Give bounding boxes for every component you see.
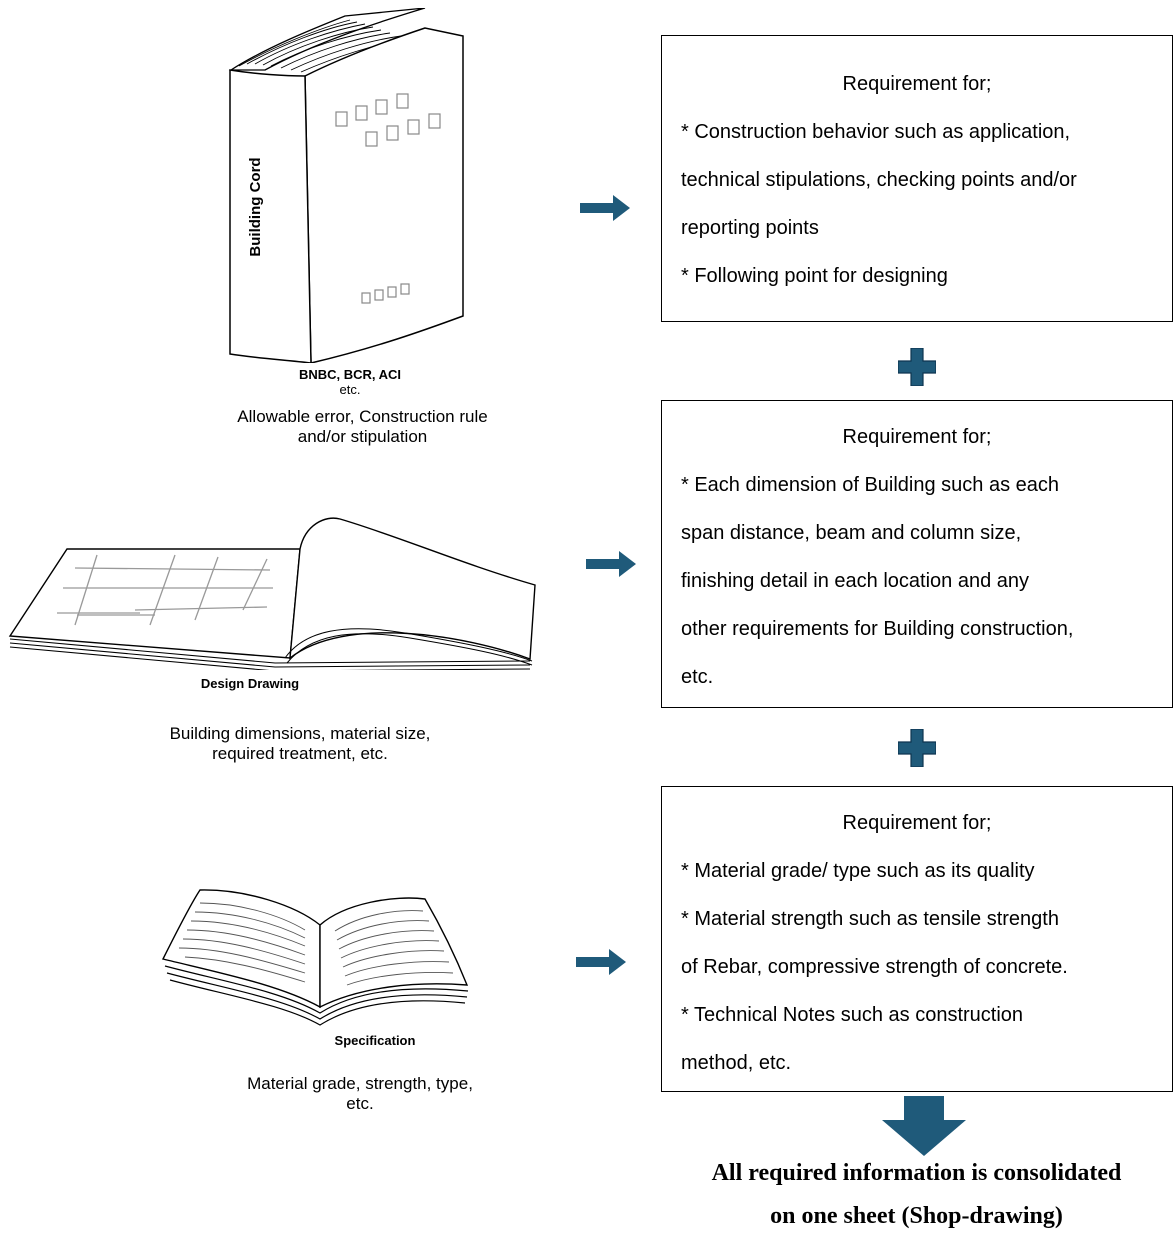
- design-drawing-illustration: [8, 517, 536, 670]
- building-code-desc-line1: Allowable error, Construction rule: [237, 407, 488, 426]
- requirement-line: * Each dimension of Building such as eac…: [681, 474, 1060, 496]
- down-arrow-icon: [882, 1096, 966, 1156]
- requirement-box-design-drawing: Requirement for; * Each dimension of Bui…: [661, 400, 1173, 708]
- requirement-box-building-code: Requirement for; * Construction behavior…: [661, 35, 1173, 322]
- requirement-line: * Material grade/ type such as its quali…: [681, 860, 1035, 882]
- right-arrow-icon: [586, 551, 636, 577]
- right-arrow-icon: [576, 949, 626, 975]
- requirement-line: of Rebar, compressive strength of concre…: [681, 956, 1068, 978]
- design-drawing-description: Building dimensions, material size, requ…: [135, 724, 465, 764]
- design-drawing-desc-line1: Building dimensions, material size,: [169, 724, 431, 743]
- conclusion-line2: on one sheet (Shop-drawing): [770, 1203, 1063, 1229]
- specification-desc-line2: etc.: [346, 1094, 374, 1113]
- building-code-book-illustration: [228, 8, 464, 363]
- plus-icon: [898, 348, 936, 386]
- conclusion-line1: All required information is consolidated: [711, 1160, 1122, 1186]
- building-code-caption-line2: etc.: [339, 382, 361, 397]
- specification-book-illustration: [161, 889, 469, 1026]
- requirement-line: * Construction behavior such as applicat…: [681, 121, 1071, 143]
- requirement-line: * Following point for designing: [681, 265, 948, 287]
- building-code-caption: BNBC, BCR, ACI etc.: [275, 367, 425, 397]
- requirement-line: span distance, beam and column size,: [681, 522, 1022, 544]
- requirement-line: finishing detail in each location and an…: [681, 570, 1030, 592]
- specification-caption: Specification: [334, 1033, 416, 1048]
- requirement-line: * Technical Notes such as construction: [681, 1004, 1024, 1026]
- conclusion-text: All required information is consolidated…: [660, 1160, 1173, 1230]
- requirement-line: technical stipulations, checking points …: [681, 169, 1077, 191]
- requirement-heading: Requirement for;: [842, 426, 992, 448]
- plus-icon: [898, 729, 936, 767]
- design-drawing-caption: Design Drawing: [200, 676, 300, 691]
- requirement-line: * Material strength such as tensile stre…: [681, 908, 1059, 930]
- book-spine-label: Building Cord: [247, 157, 264, 257]
- requirement-heading: Requirement for;: [842, 812, 992, 834]
- requirement-line: etc.: [681, 666, 714, 688]
- specification-desc-line1: Material grade, strength, type,: [247, 1074, 473, 1093]
- requirement-line: method, etc.: [681, 1052, 792, 1074]
- requirement-heading: Requirement for;: [842, 73, 992, 95]
- building-code-caption-line1: BNBC, BCR, ACI: [298, 367, 402, 382]
- right-arrow-icon: [580, 195, 630, 221]
- building-code-desc-line2: and/or stipulation: [297, 427, 428, 446]
- requirement-box-specification: Requirement for; * Material grade/ type …: [661, 786, 1173, 1092]
- requirement-line: reporting points: [681, 217, 819, 239]
- requirement-line: other requirements for Building construc…: [681, 618, 1074, 640]
- design-drawing-desc-line2: required treatment, etc.: [212, 744, 388, 763]
- specification-description: Material grade, strength, type, etc.: [200, 1074, 520, 1114]
- building-code-description: Allowable error, Construction rule and/o…: [200, 407, 525, 447]
